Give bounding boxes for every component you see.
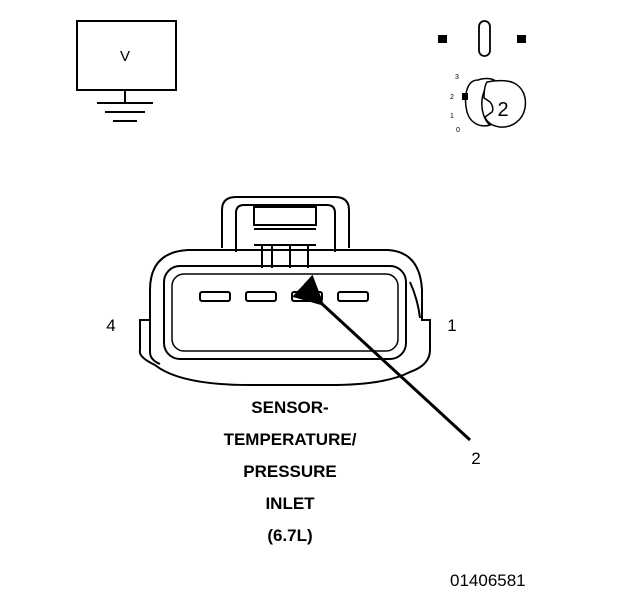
connector-housing [138, 196, 431, 386]
pin-cavity-2 [291, 291, 323, 302]
title-line-2: TEMPERATURE/ [223, 430, 357, 449]
ground-icon [97, 102, 153, 122]
callout-label: 2 [471, 449, 480, 468]
callout-arrow [292, 274, 472, 442]
pin-cavity-1 [337, 291, 369, 302]
pin-label-right: 1 [447, 316, 456, 335]
title-line-1: SENSOR- [251, 398, 329, 417]
probe-position-0: 0 [456, 127, 460, 134]
pin-cavity-3 [245, 291, 277, 302]
voltmeter-symbol: V [76, 20, 177, 122]
title-line-4: INLET [265, 494, 315, 513]
probe-position-2: 2 [450, 94, 454, 101]
pin-cavity-4 [199, 291, 231, 302]
terminal-slot-icon [438, 20, 526, 57]
meter-label: V [120, 48, 130, 65]
title-line-3: PRESSURE [243, 462, 337, 481]
probe-position-3: 3 [455, 74, 459, 81]
probe-position-label: 2 [497, 99, 508, 121]
figure-id: 01406581 [450, 571, 526, 590]
pin-label-left: 4 [106, 316, 115, 335]
pin-cavities [199, 291, 369, 302]
probe-position-1: 1 [450, 113, 454, 120]
probe-selector-icon: 2 3 2 1 0 [450, 74, 527, 134]
title-line-5: (6.7L) [267, 526, 313, 545]
